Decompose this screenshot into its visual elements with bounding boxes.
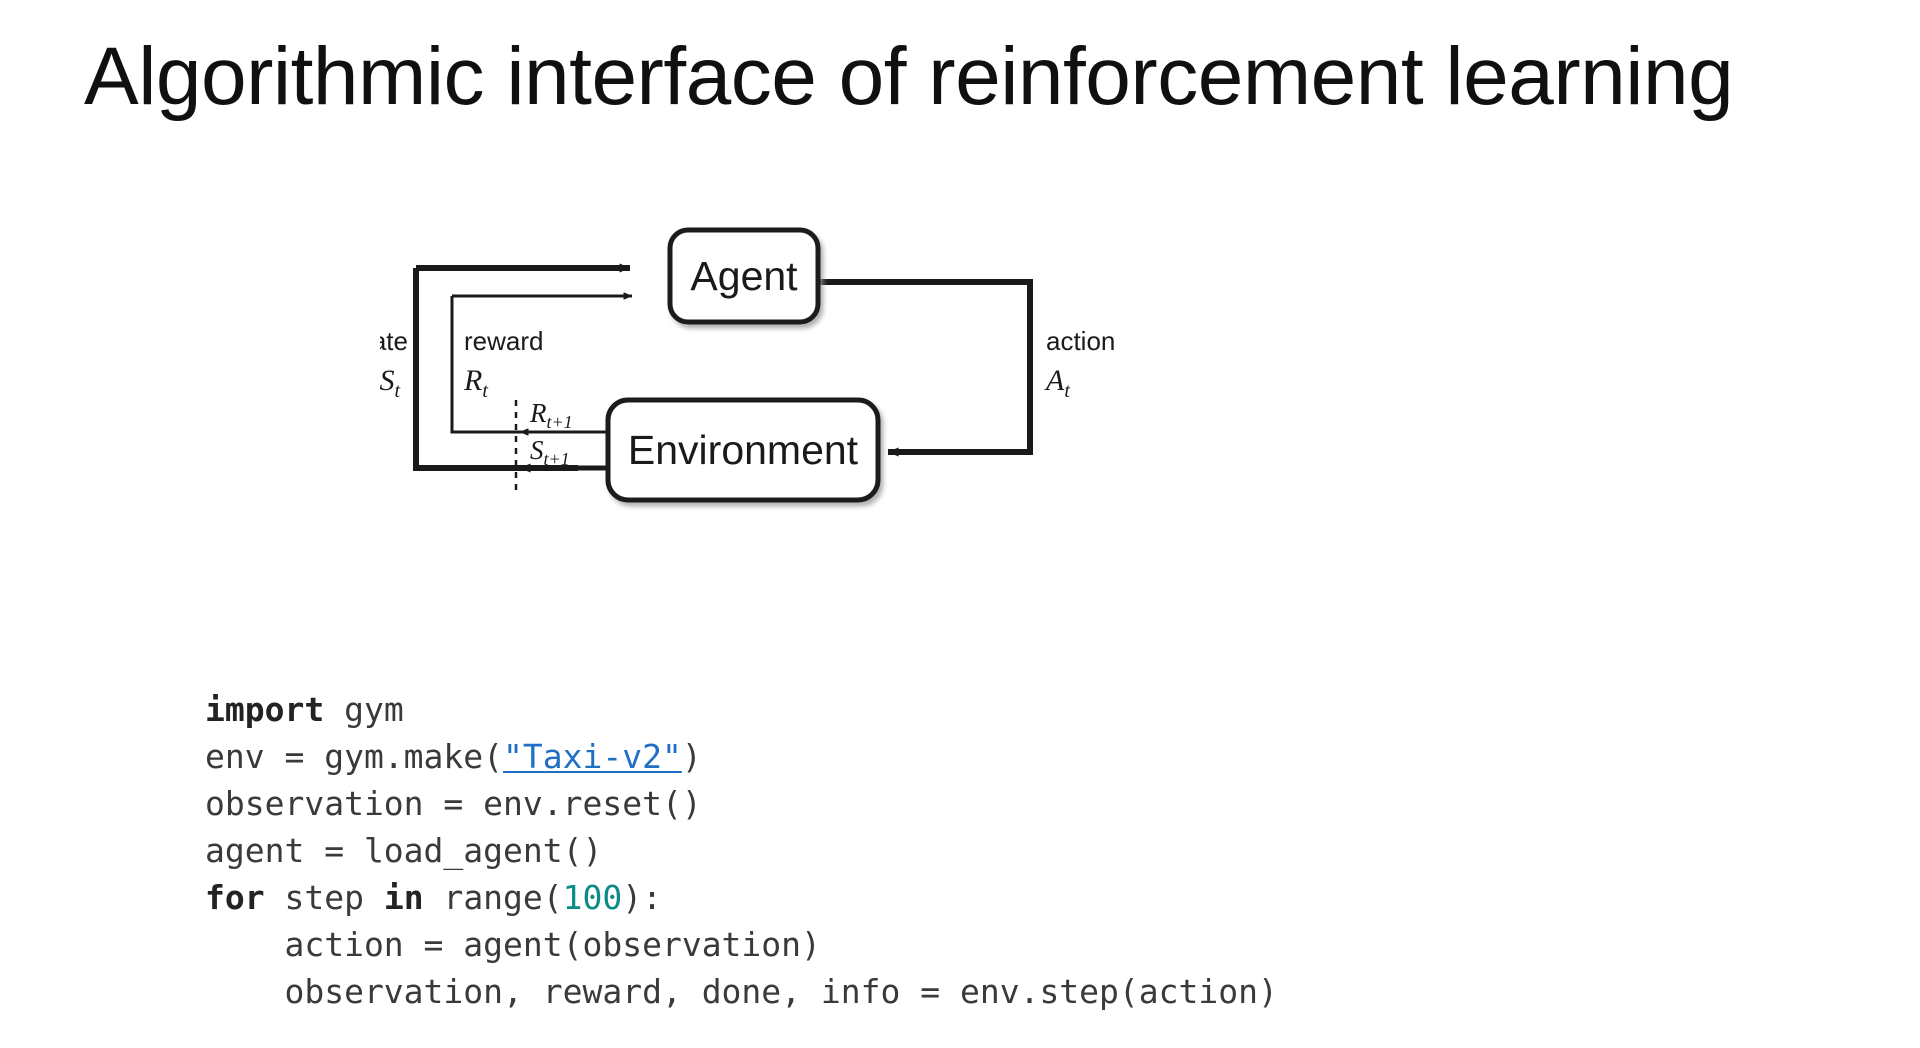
agent-node-label: Agent bbox=[690, 253, 798, 299]
state-path-outer bbox=[413, 268, 578, 471]
reward-label-symbol: Rt bbox=[463, 364, 488, 402]
code-text: agent = load_agent() bbox=[205, 831, 603, 870]
action-label-word: action bbox=[1046, 326, 1115, 356]
state-label-symbol: St bbox=[380, 364, 400, 402]
next-reward-label: Rt+1 bbox=[529, 398, 573, 432]
code-line: env = gym.make("Taxi-v2") bbox=[205, 733, 1278, 780]
code-text: action = agent(observation) bbox=[205, 925, 821, 964]
code-text: observation, reward, done, info = env.st… bbox=[205, 972, 1278, 1011]
state-label-word: state bbox=[380, 326, 408, 356]
code-line: observation = env.reset() bbox=[205, 780, 1278, 827]
rl-loop-svg: Agent Environment state St reward Rt Rt+… bbox=[380, 227, 1115, 503]
code-env-id-link[interactable]: "Taxi-v2" bbox=[503, 737, 682, 776]
action-arrow-to-environment bbox=[818, 279, 1033, 457]
page-title: Algorithmic interface of reinforcement l… bbox=[84, 31, 1734, 122]
code-line: import gym bbox=[205, 686, 1278, 733]
rl-loop-diagram: Agent Environment state St reward Rt Rt+… bbox=[380, 210, 1200, 530]
environment-node-label: Environment bbox=[628, 427, 859, 473]
code-keyword: import bbox=[205, 690, 325, 729]
code-text: env = gym.make( bbox=[205, 737, 504, 776]
code-keyword: in bbox=[383, 878, 424, 917]
next-state-label: St+1 bbox=[530, 435, 570, 469]
code-line: agent = load_agent() bbox=[205, 827, 1278, 874]
reward-label-word: reward bbox=[464, 326, 543, 356]
code-keyword: for bbox=[205, 878, 265, 917]
code-text: gym bbox=[324, 690, 404, 729]
code-line: action = agent(observation) bbox=[205, 921, 1278, 968]
agent-node-box bbox=[667, 227, 821, 325]
action-label-symbol: At bbox=[1044, 364, 1070, 402]
code-text: range( bbox=[423, 878, 563, 917]
environment-node-box bbox=[605, 397, 881, 503]
code-text: ) bbox=[681, 737, 702, 776]
environment-node bbox=[605, 397, 881, 503]
code-line: for step in range(100): bbox=[205, 874, 1278, 921]
agent-node bbox=[667, 227, 821, 325]
code-text: step bbox=[264, 878, 384, 917]
code-line: observation, reward, done, info = env.st… bbox=[205, 968, 1278, 1015]
code-text: ): bbox=[622, 878, 663, 917]
code-text: observation = env.reset() bbox=[205, 784, 702, 823]
code-number-literal: 100 bbox=[562, 878, 623, 917]
